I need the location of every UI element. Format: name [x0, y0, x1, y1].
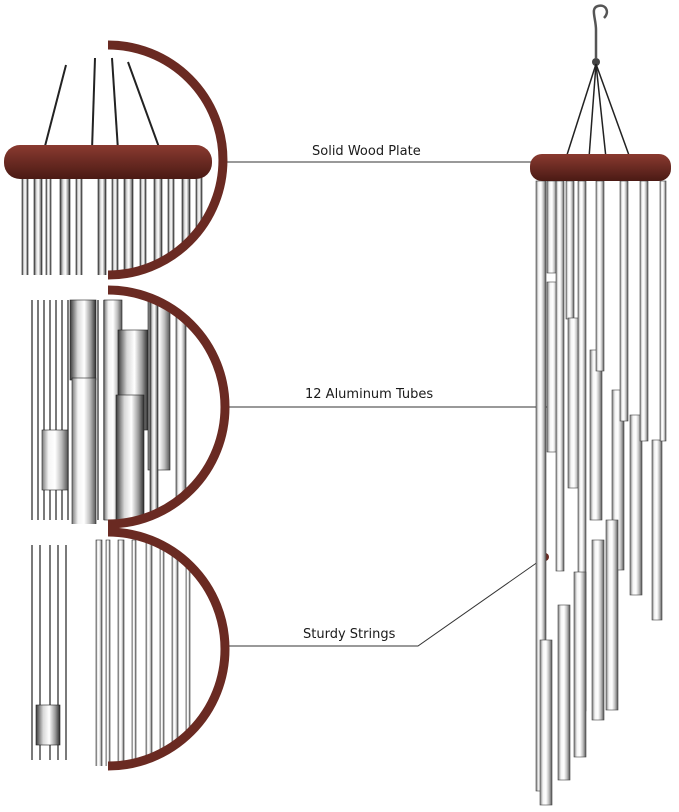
zoom-detail-wood-plate	[0, 40, 228, 280]
tube	[95, 539, 103, 766]
tube	[639, 180, 649, 442]
tube	[555, 180, 565, 572]
tube	[557, 604, 571, 781]
hanging-hook-icon	[592, 4, 609, 58]
aluminum-tubes	[535, 180, 667, 806]
wind-chime-full	[530, 4, 671, 806]
zoom-detail-tubes	[25, 285, 230, 529]
tube	[565, 180, 575, 320]
tube	[629, 414, 643, 596]
tube	[41, 429, 69, 491]
tube	[591, 539, 605, 721]
zoom-detail-strings	[25, 527, 230, 771]
tube	[171, 539, 179, 766]
tube	[97, 174, 107, 275]
tube	[131, 539, 137, 766]
tube	[75, 174, 83, 275]
tube	[149, 299, 159, 521]
hanging-strings	[565, 63, 631, 159]
tube	[619, 180, 629, 422]
tube	[33, 174, 43, 275]
tube	[71, 377, 97, 524]
tube	[21, 174, 29, 275]
tube	[175, 299, 187, 521]
tube	[45, 174, 52, 275]
tube	[115, 394, 145, 524]
tube	[181, 174, 191, 275]
tube	[59, 174, 71, 275]
tube	[105, 539, 111, 766]
tube	[605, 519, 619, 711]
tube	[546, 180, 558, 274]
wood-plate	[530, 154, 671, 181]
tube	[659, 180, 667, 442]
tube	[573, 571, 587, 758]
label-sturdy-strings: Sturdy Strings	[303, 627, 396, 642]
tube	[117, 539, 125, 766]
tube	[69, 299, 97, 381]
tube	[167, 174, 175, 275]
tube	[539, 639, 553, 806]
tube	[159, 539, 165, 766]
leader-line-strings	[224, 556, 546, 647]
tube	[35, 704, 61, 746]
tube	[589, 349, 603, 521]
tube	[651, 439, 663, 621]
tube	[595, 180, 605, 372]
label-wood-plate: Solid Wood Plate	[312, 144, 421, 159]
tube	[145, 539, 153, 766]
label-aluminum-tubes: 12 Aluminum Tubes	[305, 387, 433, 402]
leader-lines	[224, 161, 552, 647]
tube	[111, 174, 119, 275]
